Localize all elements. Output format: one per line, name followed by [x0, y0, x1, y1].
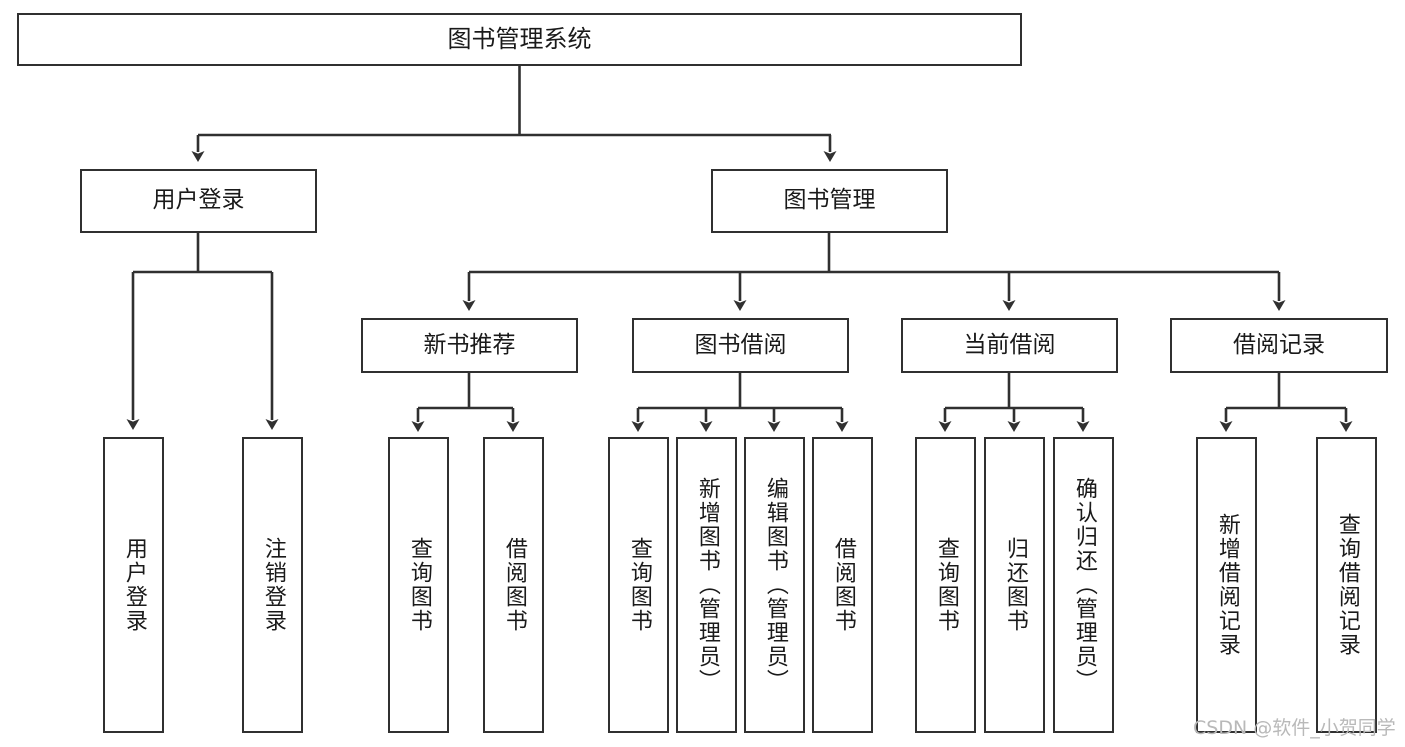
node-borrow-records[interactable]: 借阅记录	[1170, 318, 1388, 373]
node-current-borrow[interactable]: 当前借阅	[901, 318, 1118, 373]
leaf-book-borrow-query-books[interactable]: 查询图书	[608, 437, 669, 733]
node-label: 查询图书	[626, 537, 652, 633]
node-label: 新增图书（管理员）	[694, 477, 720, 693]
node-label: 查询借阅记录	[1334, 513, 1360, 657]
leaf-book-borrow-borrow-books[interactable]: 借阅图书	[812, 437, 873, 733]
node-label: 新书推荐	[423, 331, 516, 358]
node-label: 查询图书	[406, 537, 432, 633]
node-label: 查询图书	[933, 537, 959, 633]
node-label: 借阅图书	[501, 537, 527, 633]
node-label: 借阅图书	[830, 537, 856, 633]
node-label: 用户登录	[152, 187, 245, 214]
node-label: 注销登录	[260, 537, 286, 633]
leaf-borrow-records-add-record[interactable]: 新增借阅记录	[1196, 437, 1257, 733]
node-label: 借阅记录	[1233, 331, 1325, 358]
node-label: 编辑图书（管理员）	[762, 477, 788, 693]
leaf-new-book-query-books[interactable]: 查询图书	[388, 437, 449, 733]
node-new-book-recommend[interactable]: 新书推荐	[361, 318, 578, 373]
leaf-new-book-borrow-books[interactable]: 借阅图书	[483, 437, 544, 733]
node-label: 当前借阅	[963, 331, 1056, 358]
leaf-borrow-records-query-record[interactable]: 查询借阅记录	[1316, 437, 1377, 733]
leaf-user-login-logout[interactable]: 注销登录	[242, 437, 303, 733]
leaf-book-borrow-edit-book-admin[interactable]: 编辑图书（管理员）	[744, 437, 805, 733]
node-book-management[interactable]: 图书管理	[711, 169, 948, 233]
node-label: 确认归还（管理员）	[1071, 477, 1097, 693]
node-label: 新增借阅记录	[1214, 513, 1240, 657]
node-book-borrow[interactable]: 图书借阅	[632, 318, 849, 373]
leaf-user-login-login[interactable]: 用户登录	[103, 437, 164, 733]
leaf-current-borrow-return-books[interactable]: 归还图书	[984, 437, 1045, 733]
leaf-current-borrow-confirm-return-admin[interactable]: 确认归还（管理员）	[1053, 437, 1114, 733]
node-label: 图书管理	[783, 187, 876, 214]
node-label: 用户登录	[121, 537, 147, 633]
leaf-book-borrow-add-book-admin[interactable]: 新增图书（管理员）	[676, 437, 737, 733]
leaf-current-borrow-query-books[interactable]: 查询图书	[915, 437, 976, 733]
node-label: 归还图书	[1002, 537, 1028, 633]
node-label: 图书管理系统	[447, 25, 592, 54]
node-user-login[interactable]: 用户登录	[80, 169, 317, 233]
node-label: 图书借阅	[694, 331, 787, 358]
node-root-book-management-system[interactable]: 图书管理系统	[17, 13, 1022, 66]
watermark-text: CSDN @软件_小贺同学	[1193, 717, 1396, 739]
